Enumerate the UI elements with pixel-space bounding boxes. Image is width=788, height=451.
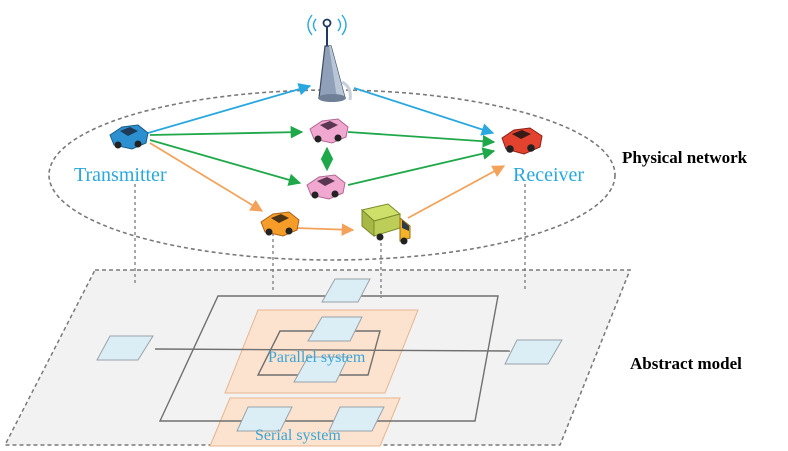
blue-links: [147, 83, 495, 136]
node-serial-right: [328, 406, 385, 432]
transmitter-label: Transmitter: [74, 164, 167, 186]
pink-car-icon: [306, 174, 346, 200]
blue-car-icon: [109, 124, 149, 150]
abstract-nodes: [96, 278, 563, 432]
link-relay2-receiver: [347, 147, 496, 186]
parallel-system-label: Parallel system: [268, 349, 366, 366]
link-transmitter-tower: [147, 83, 312, 134]
physical-network-ellipse: [48, 89, 616, 261]
link-tower-receiver: [353, 87, 495, 136]
node-right: [504, 339, 563, 365]
truck-icon: [360, 203, 411, 245]
antenna-tower-icon: [307, 14, 352, 102]
node-top: [321, 278, 371, 303]
pink-car-icon: [309, 118, 349, 144]
red-car-icon: [501, 127, 543, 155]
node-parallel-top: [307, 316, 363, 342]
node-serial-left: [236, 406, 293, 432]
link-truck-receiver: [407, 165, 506, 219]
node-parallel-bottom: [293, 356, 349, 383]
receiver-label: Receiver: [513, 164, 584, 186]
link-orangecar-truck: [295, 223, 355, 236]
link-relay1-receiver: [347, 131, 496, 148]
physical-network-label: Physical network: [622, 148, 748, 167]
vertical-connectors: [134, 184, 526, 298]
green-links: [149, 125, 496, 186]
orange-links: [149, 142, 506, 236]
serial-system-label: Serial system: [255, 427, 341, 444]
node-left: [96, 335, 154, 361]
orange-car-icon: [260, 211, 300, 237]
link-transmitter-relay2: [149, 139, 302, 186]
link-transmitter-relay1: [149, 125, 304, 139]
link-transmitter-orangecar: [149, 142, 264, 212]
abstract-model-label: Abstract model: [630, 354, 742, 373]
